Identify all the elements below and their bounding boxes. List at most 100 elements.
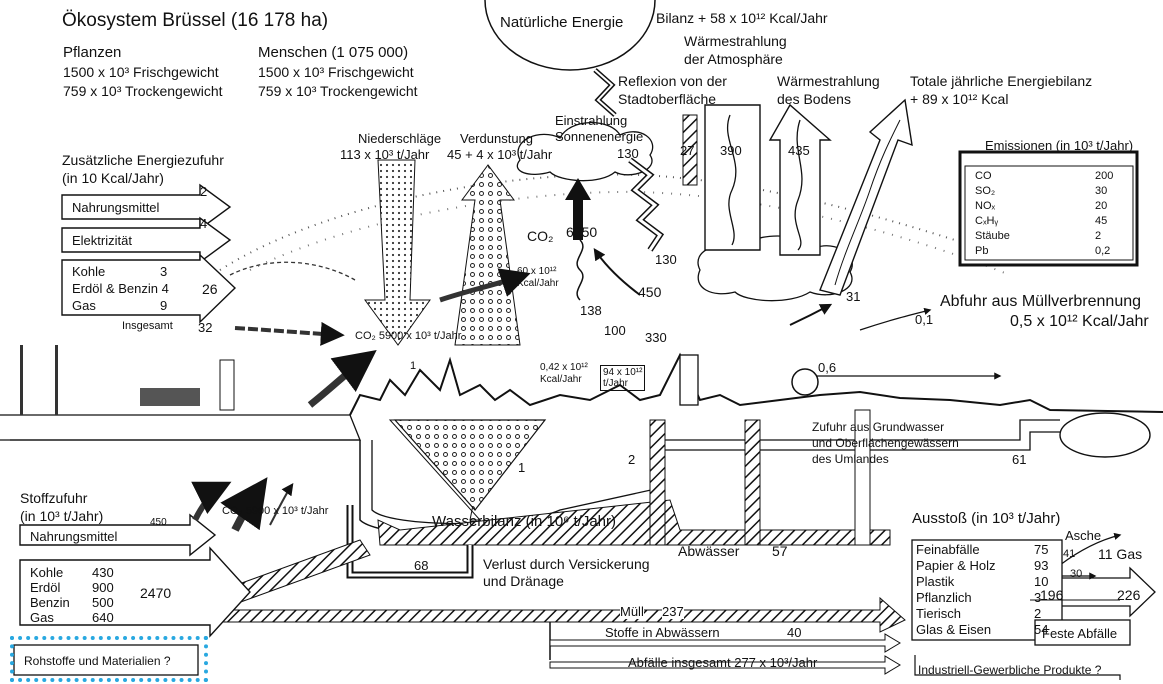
precip-value: 113 x 10³ t/Jahr bbox=[340, 147, 429, 162]
value-31: 31 bbox=[846, 289, 860, 304]
energy-elec-label: Elektrizität bbox=[72, 233, 132, 248]
emission-name: CO bbox=[975, 170, 992, 182]
total-energy-arrow bbox=[820, 100, 912, 295]
energy-elec-value: 4 bbox=[200, 216, 207, 231]
total-balance-value: + 89 x 10¹² Kcal bbox=[910, 91, 1008, 107]
emission-name: Stäube bbox=[975, 230, 1010, 242]
value-435: 435 bbox=[788, 143, 810, 158]
groundwater-label: Zufuhr aus Grundwasser bbox=[812, 420, 944, 434]
ground-radiation-arrow bbox=[770, 105, 830, 255]
sewage-substances-value: 40 bbox=[787, 625, 801, 640]
precip-label: Niederschläge bbox=[358, 131, 441, 146]
value-68: 68 bbox=[414, 558, 428, 573]
energy-total-value: 32 bbox=[198, 320, 212, 335]
energy-input-subtitle: (in 10 Kcal/Jahr) bbox=[62, 170, 164, 186]
reflection-label-2: Stadtoberfläche bbox=[618, 91, 716, 107]
ground-line bbox=[0, 415, 360, 440]
value-94-text: 94 x 10¹² bbox=[603, 367, 642, 378]
output-item-name: Tierisch bbox=[916, 606, 961, 621]
emission-value: 200 bbox=[1095, 170, 1113, 182]
output-item-value: 93 bbox=[1034, 558, 1048, 573]
atmos-radiation-arrow bbox=[705, 105, 760, 250]
value-94-unit: t/Jahr bbox=[603, 378, 628, 389]
waste-burn-value: 0,5 x 10¹² Kcal/Jahr bbox=[1010, 313, 1149, 331]
plants-fresh: 1500 x 10³ Frischgewicht bbox=[63, 64, 219, 80]
emissions-title: Emissionen (in 10³ t/Jahr) bbox=[985, 138, 1133, 153]
people-fresh: 1500 x 10³ Frischgewicht bbox=[258, 64, 414, 80]
ground-radiation-label-2: des Bodens bbox=[777, 91, 851, 107]
city-silhouette bbox=[350, 355, 1163, 415]
seepage-label: Verlust durch Versickerung bbox=[483, 556, 650, 572]
output-item-name: Plastik bbox=[916, 574, 954, 589]
solid-waste-label: Feste Abfälle bbox=[1042, 626, 1117, 641]
evap-label: Verdunstung bbox=[460, 131, 533, 146]
industrial-products-label: Industriell-Gewerbliche Produkte ? bbox=[918, 663, 1101, 677]
value-330: 330 bbox=[645, 330, 667, 345]
value-1-ground: 1 bbox=[518, 460, 525, 475]
water-balance-label: Wasserbilanz (in 10⁶ t/Jahr) bbox=[432, 513, 616, 530]
fuel-name: Benzin bbox=[30, 595, 70, 610]
energy-coal-label: Kohle bbox=[72, 264, 105, 279]
output-item-name: Papier & Holz bbox=[916, 558, 995, 573]
selection-highlight[interactable] bbox=[10, 636, 208, 682]
fuel-value: 500 bbox=[92, 595, 114, 610]
total-waste-label: Abfälle insgesamt 277 x 10³/Jahr bbox=[628, 655, 817, 670]
ground-radiation-label: Wärmestrahlung bbox=[777, 73, 880, 89]
waste-burn-label: Abfuhr aus Müllverbrennung bbox=[940, 293, 1141, 311]
sewage-value: 57 bbox=[772, 543, 788, 559]
precip-arrow bbox=[365, 160, 430, 345]
sewage-substances-label: Stoffe in Abwässern bbox=[605, 625, 720, 640]
value-30: 30 bbox=[1070, 568, 1082, 580]
gas-output: 11 Gas bbox=[1098, 546, 1142, 562]
emission-value: 30 bbox=[1095, 185, 1107, 197]
atmos-radiation-label: Wärmestrahlung bbox=[684, 33, 787, 49]
material-food-label: Nahrungsmittel bbox=[30, 529, 117, 544]
fuel-name: Erdöl bbox=[30, 580, 60, 595]
material-title: Stoffzufuhr bbox=[20, 490, 87, 506]
energy-total-label: Insgesamt bbox=[122, 320, 173, 332]
emission-name: Pb bbox=[975, 245, 988, 257]
value-1: 1 bbox=[410, 360, 416, 372]
energy-input-title: Zusätzliche Energiezufuhr bbox=[62, 152, 224, 168]
output-item-value: 2 bbox=[1034, 606, 1041, 621]
groundwater-label-3: des Umlandes bbox=[812, 452, 889, 466]
emission-value: 45 bbox=[1095, 215, 1107, 227]
material-food-value: 450 bbox=[150, 517, 167, 528]
energy-gas-value: 9 bbox=[160, 298, 167, 313]
diagram-title: Ökosystem Brüssel (16 178 ha) bbox=[62, 10, 328, 32]
fuel-name: Kohle bbox=[30, 565, 63, 580]
energy-oil-label: Erdöl & Benzin 4 bbox=[72, 281, 169, 296]
ash-label: Asche bbox=[1065, 528, 1101, 543]
emission-name: NOₓ bbox=[975, 200, 995, 212]
value-390: 390 bbox=[720, 143, 742, 158]
value-138: 138 bbox=[580, 303, 602, 318]
people-dry: 759 x 10³ Trockengewicht bbox=[258, 83, 418, 99]
energy-food-value: 2 bbox=[200, 184, 207, 199]
insolation-label-2: Sonnenenergie bbox=[555, 129, 643, 144]
seepage-label-2: und Dränage bbox=[483, 573, 564, 589]
energy-food-label: Nahrungsmittel bbox=[72, 200, 159, 215]
value-196: 196 bbox=[1040, 587, 1063, 603]
garbage-arrow bbox=[220, 598, 905, 632]
fuel-value: 640 bbox=[92, 610, 114, 625]
value-2: 2 bbox=[628, 452, 635, 467]
value-6350: 6350 bbox=[566, 224, 597, 240]
emission-value: 20 bbox=[1095, 200, 1107, 212]
value-61: 61 bbox=[1012, 452, 1026, 467]
value-130-bottom: 130 bbox=[655, 252, 677, 267]
fuel-name: Gas bbox=[30, 610, 54, 625]
energy-fossil-sum: 26 bbox=[202, 281, 218, 297]
output-title: Ausstoß (in 10³ t/Jahr) bbox=[912, 510, 1060, 527]
groundwater-label-2: und Oberflächengewässern bbox=[812, 436, 959, 450]
value-60-unit: Kcal/Jahr bbox=[517, 278, 559, 289]
total-balance-label: Totale jährliche Energiebilanz bbox=[910, 73, 1092, 89]
co2-5900-air: CO₂ 5900 x 10³ t/Jahr bbox=[355, 330, 461, 342]
energy-coal-value: 3 bbox=[160, 264, 167, 279]
fuel-value: 900 bbox=[92, 580, 114, 595]
value-01: 0,1 bbox=[915, 312, 933, 327]
value-042-unit: Kcal/Jahr bbox=[540, 374, 582, 385]
plants-heading: Pflanzen bbox=[63, 44, 121, 61]
value-450: 450 bbox=[638, 284, 661, 300]
